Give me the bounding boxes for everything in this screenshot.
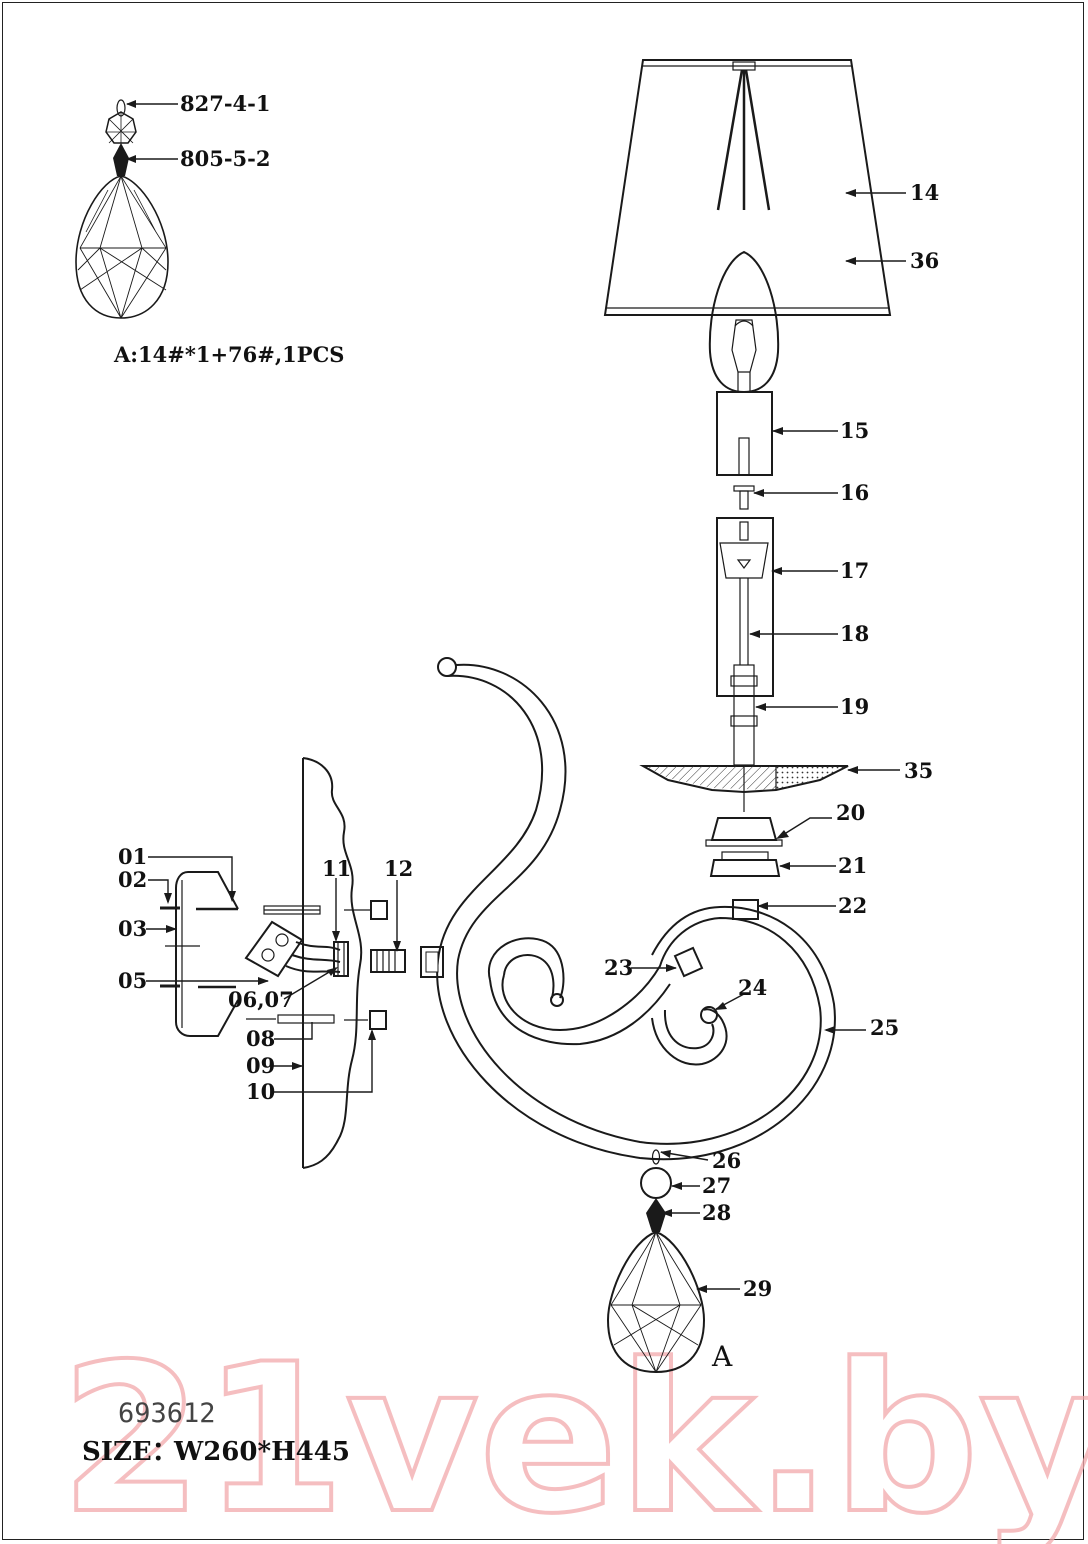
part-label-36: 36 — [910, 248, 939, 273]
bottom-pendant — [606, 1149, 706, 1374]
part-label-24: 24 — [738, 975, 767, 1000]
part-label-05: 05 — [118, 968, 147, 993]
leader-lines-right — [631, 189, 906, 1293]
part-label-25: 25 — [870, 1015, 899, 1040]
part-label-02: 02 — [118, 867, 147, 892]
socket — [716, 391, 773, 476]
part-label-29: 29 — [743, 1276, 772, 1301]
label-827-4-1: 827-4-1 — [180, 91, 271, 116]
label-805-5-2: 805-5-2 — [180, 146, 271, 171]
part-label-06-07: 06,07 — [228, 987, 294, 1012]
part-label-11: 11 — [322, 856, 351, 881]
part-label-23: 23 — [604, 955, 633, 980]
part-label-22: 22 — [838, 893, 867, 918]
model-code: 693612 — [118, 1398, 216, 1429]
part-label-26: 26 — [712, 1148, 741, 1173]
arm — [420, 657, 836, 1161]
watermark: 21vek.by — [60, 1321, 1088, 1544]
part-label-15: 15 — [840, 418, 869, 443]
part-label-09: 09 — [246, 1053, 275, 1078]
detail-marker: A — [711, 1340, 733, 1373]
part-label-14: 14 — [910, 180, 939, 205]
cup-parts — [705, 817, 783, 920]
candle-tube — [716, 517, 774, 766]
bobeche — [639, 765, 849, 812]
part-label-01: 01 — [118, 844, 147, 869]
candle-bulb — [708, 250, 780, 394]
size-value: W260*H445 — [173, 1437, 350, 1467]
part-label-12: 12 — [384, 856, 413, 881]
nipple-16 — [733, 485, 755, 510]
part-label-27: 27 — [702, 1173, 731, 1198]
part-label-20: 20 — [836, 800, 865, 825]
part-label-17: 17 — [840, 558, 869, 583]
leader-lines-left — [146, 856, 401, 1093]
lamp-shade — [603, 59, 892, 316]
part-label-18: 18 — [840, 621, 869, 646]
pendant-detail: 827-4-1 805-5-2 A:14#*1+76#,1PCS — [75, 91, 344, 367]
part-label-03: 03 — [118, 916, 147, 941]
pendant-note: A:14#*1+76#,1PCS — [113, 342, 344, 367]
part-label-16: 16 — [840, 480, 869, 505]
part-label-35: 35 — [904, 758, 933, 783]
part-label-19: 19 — [840, 694, 869, 719]
backplate — [302, 757, 363, 1169]
part-label-28: 28 — [702, 1200, 731, 1225]
terminal-block — [244, 920, 349, 978]
size-label: SIZE： — [82, 1437, 178, 1467]
part-label-10: 10 — [246, 1079, 275, 1104]
part-label-21: 21 — [838, 853, 867, 878]
part-label-08: 08 — [246, 1026, 275, 1051]
